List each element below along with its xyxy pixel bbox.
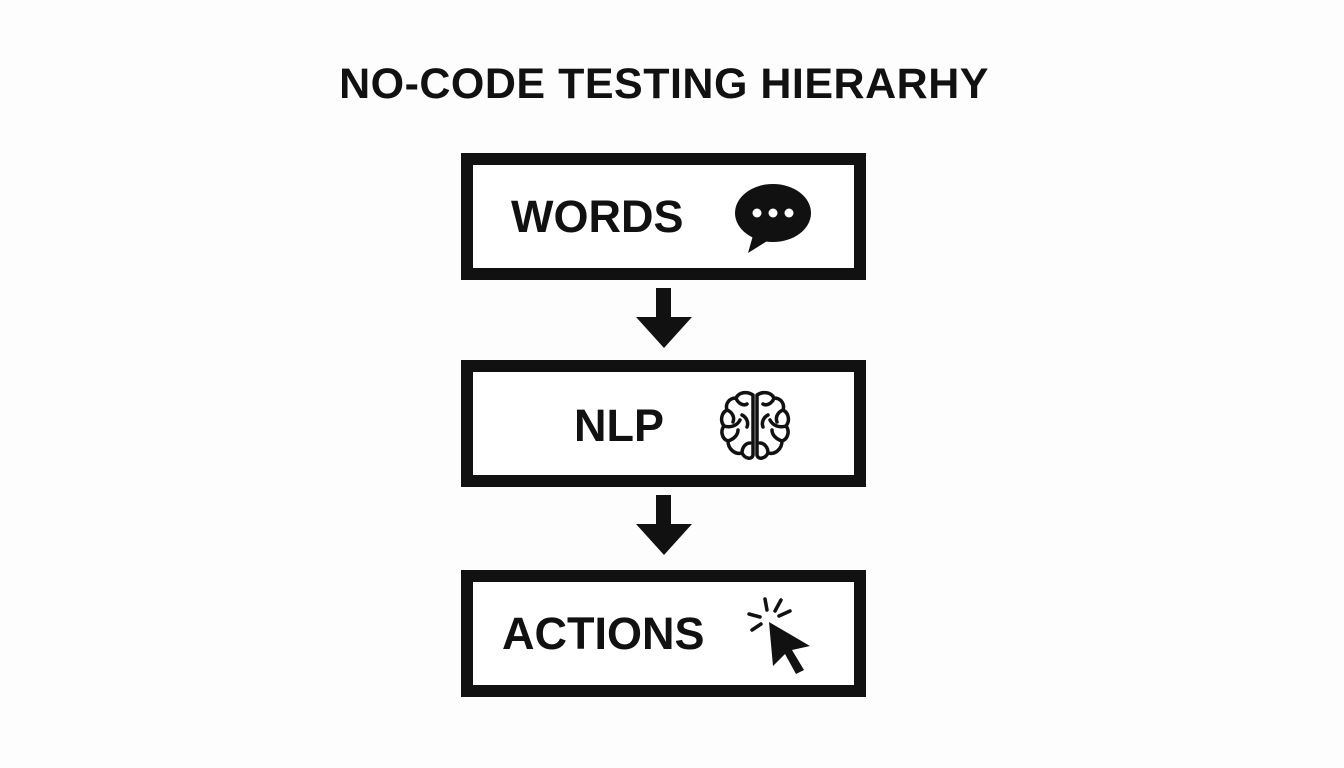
brain-icon [716, 389, 794, 463]
step-box-actions: ACTIONS [461, 570, 866, 697]
speech-bubble-icon [732, 180, 814, 256]
diagram-title: NO-CODE TESTING HIERARHY [339, 60, 989, 108]
step-box-nlp: NLP [461, 360, 866, 487]
cursor-click-icon [746, 595, 818, 685]
step-label-nlp: NLP [574, 400, 664, 451]
down-arrow-icon [633, 495, 695, 555]
step-label-words: WORDS [511, 191, 684, 242]
step-box-words: WORDS [461, 153, 866, 280]
step-label-actions: ACTIONS [502, 608, 705, 659]
down-arrow-icon [633, 288, 695, 348]
